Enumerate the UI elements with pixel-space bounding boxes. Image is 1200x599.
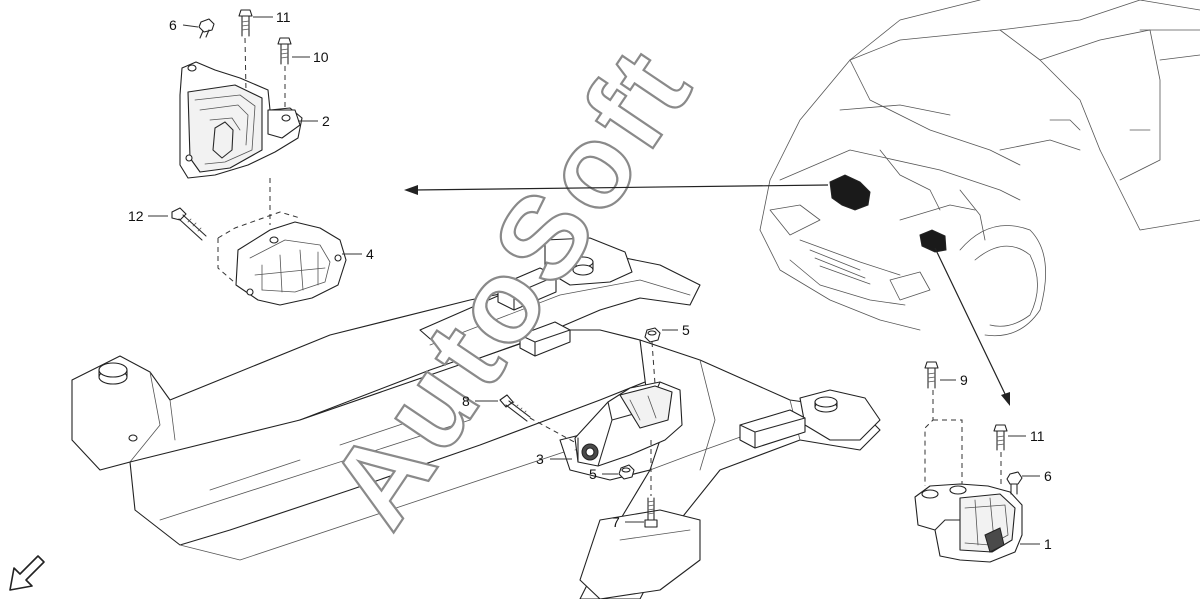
engine-mount-highlight bbox=[829, 174, 871, 211]
callout-5-upper: 5 bbox=[682, 322, 690, 338]
assembly-line bbox=[244, 37, 247, 93]
nut-5-upper bbox=[644, 327, 661, 343]
part-3-rear-mount bbox=[574, 381, 683, 467]
pointer-arrow-icon bbox=[404, 184, 829, 195]
assembly-line bbox=[217, 211, 301, 283]
bolt-11-lower bbox=[993, 424, 1008, 451]
assembly-line bbox=[924, 390, 934, 486]
bolt-6-upper bbox=[198, 18, 215, 39]
assembly-line bbox=[529, 417, 579, 445]
bolt-12 bbox=[171, 207, 207, 241]
callout-8: 8 bbox=[462, 393, 470, 409]
callout-3: 3 bbox=[536, 451, 544, 467]
callout-9: 9 bbox=[960, 372, 968, 388]
part-4-bracket bbox=[235, 221, 347, 306]
callout-numbers: 6 11 10 2 12 4 5 8 3 5 7 9 11 6 1 bbox=[128, 9, 1052, 552]
bolt-7 bbox=[644, 497, 658, 528]
front-subframe bbox=[71, 237, 881, 599]
callout-7: 7 bbox=[612, 514, 620, 530]
callout-11-upper: 11 bbox=[276, 9, 291, 25]
bolt-9 bbox=[924, 361, 939, 389]
callout-12: 12 bbox=[128, 208, 144, 224]
part-2-engine-mount bbox=[179, 61, 303, 179]
nut-5-lower bbox=[618, 464, 635, 480]
callout-2: 2 bbox=[322, 113, 330, 129]
bolt-8 bbox=[499, 394, 531, 422]
part-1-transmission-mount bbox=[914, 483, 1023, 563]
vehicle-outline bbox=[759, 0, 1200, 337]
pointer-arrow-icon bbox=[934, 247, 1010, 406]
transmission-mount-highlight bbox=[919, 229, 947, 253]
callout-5-lower: 5 bbox=[589, 466, 597, 482]
callout-10: 10 bbox=[313, 49, 329, 65]
callout-6-upper: 6 bbox=[169, 17, 177, 33]
callout-leaders bbox=[148, 16, 1040, 545]
callout-11-lower: 11 bbox=[1030, 428, 1045, 444]
arrow-down-left-icon bbox=[9, 555, 45, 591]
callout-6-lower: 6 bbox=[1044, 468, 1052, 484]
callout-1: 1 bbox=[1044, 536, 1052, 552]
assembly-line bbox=[933, 419, 963, 484]
assembly-line bbox=[651, 341, 656, 385]
callout-4: 4 bbox=[366, 246, 374, 262]
bolt-11-upper bbox=[238, 9, 253, 37]
bolt-10 bbox=[277, 37, 292, 65]
bolt-6-lower bbox=[1006, 471, 1023, 495]
